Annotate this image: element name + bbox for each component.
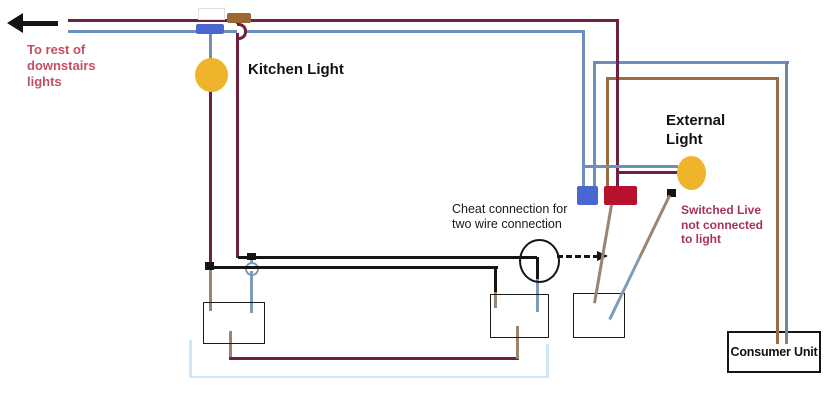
wire-cu-neutral-main — [785, 61, 788, 344]
cheat-connection-circle — [519, 239, 560, 283]
wire-strapper-bottom — [229, 357, 519, 360]
terminal-block-blue-kitchen — [196, 24, 224, 34]
wire-end-right-switch-com — [536, 279, 539, 312]
wire-switch-line-2 — [209, 266, 498, 269]
wire-cu-neutral-drop — [593, 61, 596, 189]
wire-end-left-switch-com — [209, 270, 212, 311]
junction-dot-left — [205, 262, 214, 270]
faint-wire-left — [189, 340, 192, 378]
consumer-unit-box — [727, 331, 821, 373]
wire-live-loop-top — [68, 19, 619, 22]
wire-live-to-ext-light — [617, 171, 678, 174]
wire-cu-neutral-top — [594, 61, 789, 64]
terminal-block-brown — [227, 13, 251, 23]
wire-neutral-to-ext-junction — [582, 30, 585, 189]
external-light-label: External Light — [666, 112, 726, 148]
switch-lever-dead-upper — [638, 194, 671, 259]
two-way-switch-right — [490, 294, 549, 338]
junction-dot-strap — [247, 253, 256, 260]
wire-right-switch-bottom — [516, 326, 519, 359]
wire-neutral-loop-top — [68, 30, 585, 33]
wire-switch-line-1 — [238, 256, 537, 259]
left-arrow-icon — [7, 13, 23, 33]
left-arrow-shaft — [20, 21, 58, 26]
wire-line2-drop — [494, 266, 497, 294]
faint-wire-right — [546, 344, 549, 378]
to-rest-of-lights-label: To rest of downstairs lights — [27, 42, 96, 89]
wire-live-drop-lower — [236, 33, 239, 258]
wire-hop-live-over-neutral — [237, 23, 247, 40]
kitchen-light-label: Kitchen Light — [248, 61, 344, 78]
faint-wire-bottom — [189, 376, 549, 378]
wire-neutral-to-ext-light — [583, 165, 678, 168]
wire-cu-live-top — [607, 77, 779, 80]
wire-left-switch-bottom — [229, 331, 232, 360]
wire-live-to-ext-junction — [616, 19, 619, 189]
terminal-block-red-external — [604, 186, 637, 205]
switched-live-end-dot — [667, 189, 676, 197]
terminal-block-blue-external — [577, 186, 598, 205]
external-light-switch — [573, 293, 625, 338]
dashed-pointer-line — [557, 255, 599, 258]
two-way-switch-left — [203, 302, 265, 344]
external-light-bulb-icon — [677, 156, 706, 190]
wire-strap-drop-lower — [250, 271, 253, 313]
cheat-connection-note: Cheat connection for two wire connection — [452, 202, 568, 231]
switched-live-note: Switched Live not connected to light — [681, 203, 764, 246]
consumer-unit-label: Consumer Unit — [730, 345, 818, 359]
wire-cu-live-drop — [606, 77, 609, 189]
wire-strap-drop-upper — [250, 259, 253, 264]
terminal-block-white — [198, 8, 225, 20]
wire-switched-live-kitchen — [209, 91, 212, 266]
kitchen-light-bulb-icon — [195, 58, 228, 92]
wire-neutral-to-kitchen-light — [209, 33, 212, 60]
wire-end-right-switch-l1 — [494, 292, 497, 308]
wire-cu-live-main — [776, 77, 779, 344]
